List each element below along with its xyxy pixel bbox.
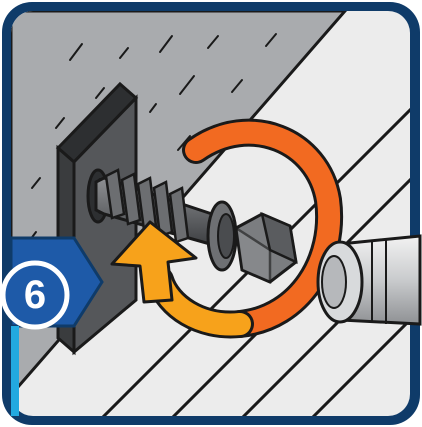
wrench-socket-icon	[318, 236, 420, 324]
step-number: 6	[6, 266, 64, 324]
step-accent-bar	[11, 326, 19, 416]
